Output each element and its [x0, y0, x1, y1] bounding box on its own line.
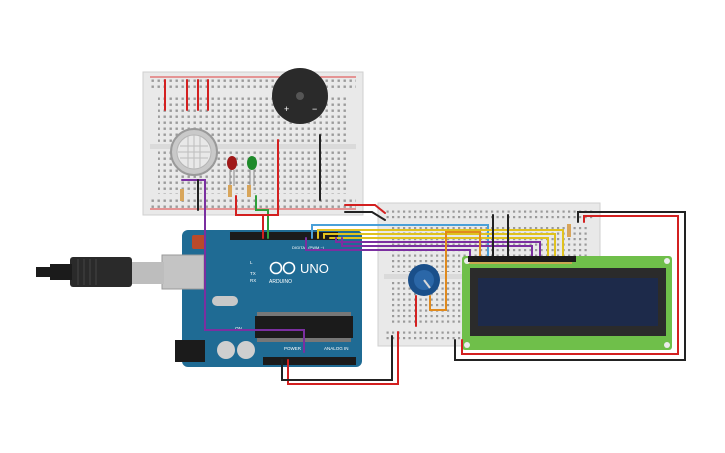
arduino-rx-label: RX	[250, 278, 256, 283]
usb-cable-icon	[36, 257, 164, 287]
arduino-model-label: UNO	[300, 261, 329, 276]
buzzer-icon[interactable]: + −	[272, 68, 328, 124]
potentiometer-icon[interactable]	[408, 264, 440, 296]
resistor-icon	[180, 185, 571, 237]
led-green-icon[interactable]	[247, 156, 257, 186]
lcd-header	[468, 256, 576, 262]
arduino-board[interactable]: UNO ARDUINO DIGITAL (PWM ~) POWER ANALOG…	[161, 230, 362, 367]
led-red-icon[interactable]	[227, 156, 237, 186]
wires	[164, 79, 686, 385]
arduino-brand-label: ARDUINO	[269, 279, 292, 285]
lcd-display-icon[interactable]	[462, 256, 672, 350]
arduino-analog-label: ANALOG IN	[324, 346, 349, 351]
arduino-digital-label: DIGITAL (PWM ~)	[292, 245, 325, 250]
buzzer-plus-label: +	[284, 104, 289, 114]
arduino-logo-icon	[269, 261, 296, 275]
arduino-power-label: POWER	[284, 346, 302, 351]
arduino-on-label: ON	[235, 326, 242, 331]
buzzer-minus-label: −	[312, 104, 317, 114]
gas-sensor-icon[interactable]	[170, 128, 218, 176]
arduino-tx-label: TX	[250, 271, 256, 276]
arduino-l-label: L	[250, 260, 253, 265]
